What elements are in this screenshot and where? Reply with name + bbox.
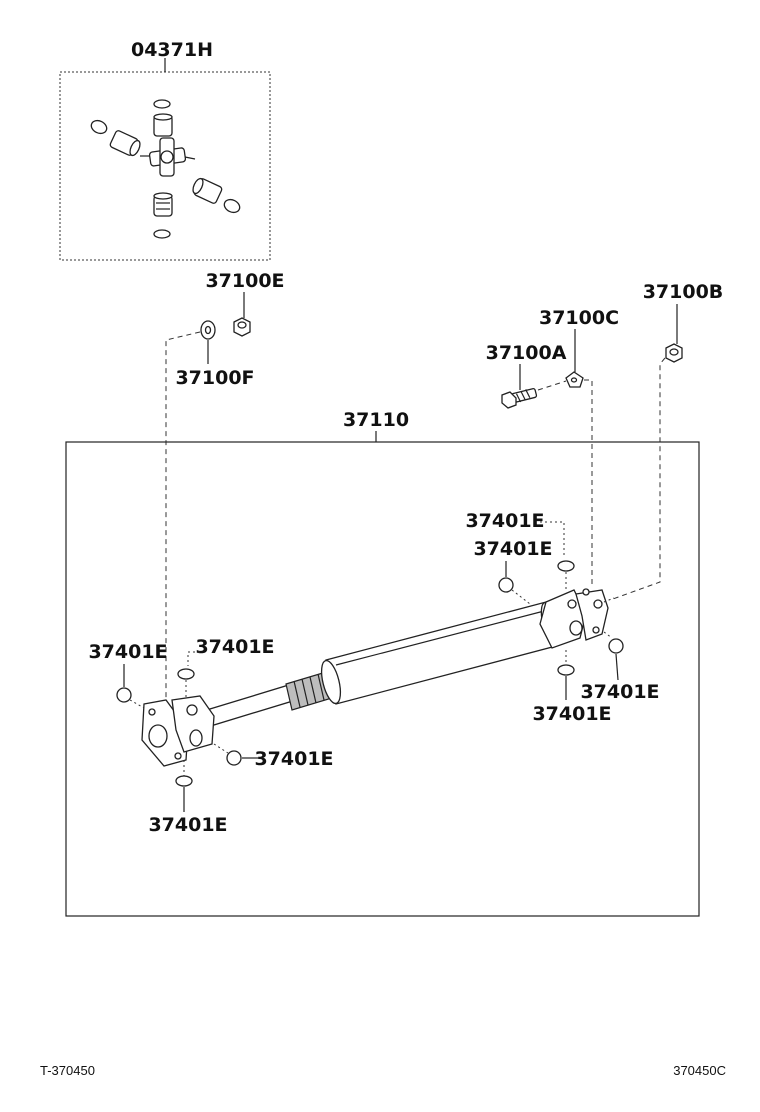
label-37100e: 37100E	[205, 270, 284, 292]
nut-37100e-icon	[233, 317, 251, 337]
kit-bearing-cup-top-icon	[153, 113, 173, 137]
clip-icon	[608, 638, 624, 654]
label-37401e-left-outer: 37401E	[88, 641, 167, 663]
kit-04371h-group: 04371H	[59, 39, 271, 261]
label-37401e-right-top: 37401E	[465, 510, 544, 532]
label-37401e-left-right: 37401E	[254, 748, 333, 770]
clip-icon	[226, 750, 242, 766]
bolt-37100a-icon	[501, 387, 538, 409]
shaft-assembly-box	[65, 441, 700, 917]
clip-right-bottom: 37401E	[532, 650, 612, 725]
clip-icon	[175, 775, 193, 787]
front-flange-yoke-icon	[141, 695, 215, 767]
label-37401e-right-outer: 37401E	[473, 538, 552, 560]
label-37110: 37110	[343, 409, 409, 431]
nut-37100b-icon	[665, 343, 683, 363]
label-37401e-left-top: 37401E	[195, 636, 274, 658]
clip-icon	[177, 668, 195, 680]
kit-label: 04371H	[131, 39, 213, 61]
kit-bearing-cup-left-icon	[109, 130, 141, 157]
label-37401e-left-bottom: 37401E	[148, 814, 227, 836]
kit-clip-left-icon	[90, 119, 108, 135]
rear-flange-yoke-icon	[539, 588, 609, 649]
clip-icon	[116, 687, 132, 703]
footer-left-code: T-370450	[40, 1063, 95, 1078]
label-37100b: 37100B	[643, 281, 724, 303]
clip-right-outer: 37401E	[473, 538, 553, 605]
label-37100f: 37100F	[175, 367, 254, 389]
kit-clip-top-icon	[153, 99, 171, 109]
kit-bearing-cup-right-icon	[192, 177, 223, 204]
washer-37100c-icon	[565, 371, 584, 388]
washer-37100f-icon	[200, 320, 216, 340]
label-37100c: 37100C	[539, 307, 619, 329]
clip-right-top: 37401E	[465, 510, 575, 590]
clip-left-bottom: 37401E	[148, 760, 228, 836]
clip-icon	[498, 577, 514, 593]
clip-right-side: 37401E	[580, 631, 660, 703]
label-37401e-right-bottom: 37401E	[532, 703, 611, 725]
label-37100a: 37100A	[486, 342, 567, 364]
clip-icon	[557, 664, 575, 676]
clip-left-outer: 37401E	[88, 641, 168, 709]
kit-bearing-cup-bottom-icon	[153, 192, 173, 217]
clip-left-top: 37401E	[177, 636, 275, 698]
clip-icon	[557, 560, 575, 572]
propeller-shaft-icon	[199, 601, 560, 729]
clip-left-right: 37401E	[213, 743, 334, 770]
label-37401e-right-side: 37401E	[580, 681, 659, 703]
kit-clip-right-icon	[223, 198, 241, 214]
footer-right-code: 370450C	[673, 1063, 726, 1078]
kit-clip-bottom-icon	[153, 229, 171, 239]
spider-cross-icon	[140, 137, 196, 177]
